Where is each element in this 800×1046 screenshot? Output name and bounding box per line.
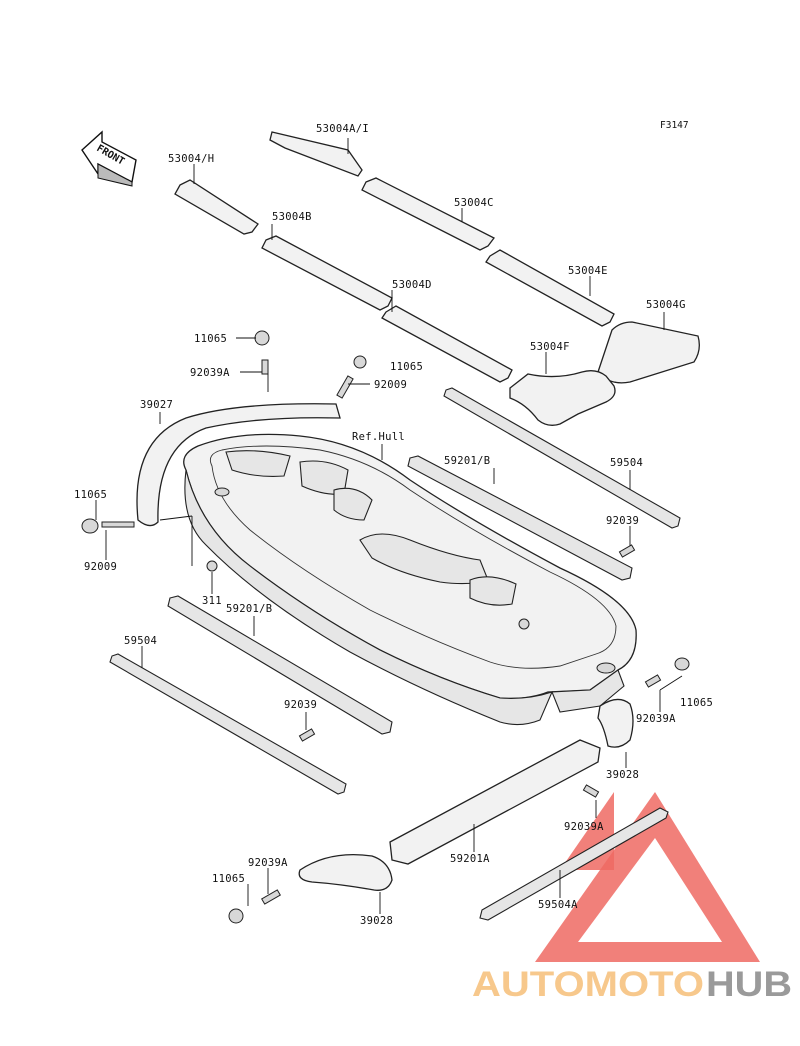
- callout-bolt-left: 92009: [84, 561, 117, 573]
- nut-top: [254, 330, 270, 346]
- mat-g: [597, 321, 700, 384]
- mat-f: [509, 370, 616, 426]
- callout-rail-rear: 59201A: [450, 853, 490, 865]
- rail-left: [167, 595, 393, 735]
- hull: [183, 433, 637, 726]
- callout-nut-left: 11065: [74, 489, 107, 501]
- mat-h: [174, 179, 259, 235]
- callout-mat-f: 53004F: [530, 341, 570, 353]
- hardware: [81, 330, 690, 924]
- callout-rail-left: 59201/B: [226, 603, 272, 615]
- watermark-triangle-inner: [578, 838, 722, 942]
- callout-screw-rear2: 92039A: [564, 821, 604, 833]
- bolt-left: [101, 521, 135, 528]
- callout-bumper-front: 39027: [140, 399, 173, 411]
- bumper-front: [136, 403, 341, 527]
- callout-nut-top: 11065: [194, 333, 227, 345]
- rail-rear: [389, 739, 601, 865]
- mat-c: [361, 177, 495, 251]
- nut-bottom: [228, 908, 244, 924]
- callout-nut-rear: 11065: [680, 697, 713, 709]
- mat-d: [381, 305, 513, 383]
- callout-strake-rear: 59504A: [538, 899, 578, 911]
- callout-strake-left: 59504: [124, 635, 157, 647]
- screw-rear2: [582, 784, 600, 798]
- callout-mat-d: 53004D: [392, 279, 432, 291]
- callout-screw-bottom: 92039A: [248, 857, 288, 869]
- callout-strake-right: 59504: [610, 457, 643, 469]
- nut-rear: [674, 657, 690, 671]
- strake-left: [109, 653, 347, 795]
- deck-mats: [174, 131, 700, 426]
- callout-nut-small: 311: [202, 595, 222, 607]
- screw-left: [298, 728, 316, 742]
- mat-e: [485, 249, 615, 327]
- mat-b: [261, 235, 393, 311]
- screw-rear: [644, 674, 662, 688]
- callout-bumper-bottom: 39028: [360, 915, 393, 927]
- callout-mat-a1: 53004A/I: [316, 123, 369, 135]
- hull-port: [596, 662, 616, 674]
- nut-left: [81, 518, 99, 534]
- leader-lines: [95, 138, 683, 914]
- callout-screw-left: 92039: [284, 699, 317, 711]
- watermark-logo: AUTOMOTO HUB: [472, 792, 792, 1004]
- callout-screw-right: 92039: [606, 515, 639, 527]
- strake-rear: [479, 807, 669, 921]
- callout-screw-rear: 92039A: [636, 713, 676, 725]
- ref-hull-label: Ref.Hull: [352, 431, 405, 443]
- bolt-top: [336, 375, 354, 399]
- callout-mat-g: 53004G: [646, 299, 686, 311]
- callout-mat-c: 53004C: [454, 197, 494, 209]
- nut-small: [206, 560, 218, 572]
- callout-rail-right: 59201/B: [444, 455, 490, 467]
- callout-mat-h: 53004/H: [168, 153, 214, 165]
- screw-right: [618, 544, 636, 558]
- hull-cleat: [518, 618, 530, 630]
- callout-mat-e: 53004E: [568, 265, 608, 277]
- watermark-text-prefix: AUTOMOTO: [472, 965, 704, 1004]
- callout-screw-top: 92039A: [190, 367, 230, 379]
- nut-top2: [353, 355, 367, 369]
- screw-top: [261, 359, 269, 375]
- callout-nut-top2: 11065: [390, 361, 423, 373]
- figure-code: F3147: [660, 120, 689, 131]
- hull-inner-rim: [209, 445, 617, 669]
- bumper-rear-right: [597, 698, 634, 748]
- hull-lower-skirt: [184, 469, 553, 726]
- callout-bolt-top: 92009: [374, 379, 407, 391]
- hull-scupper: [214, 487, 230, 497]
- watermark-text-suffix: HUB: [706, 965, 792, 1004]
- hull-footwell: [225, 450, 291, 477]
- rail-right: [407, 455, 633, 581]
- callout-nut-bottom: 11065: [212, 873, 245, 885]
- callout-mat-b: 53004B: [272, 211, 312, 223]
- hull-rear-hatch: [469, 576, 517, 606]
- callout-bumper-rear: 39028: [606, 769, 639, 781]
- bumper-rear-bottom: [298, 853, 393, 891]
- hull-storage: [333, 487, 373, 521]
- screw-bottom: [261, 889, 281, 905]
- strake-right: [443, 387, 681, 529]
- part-callouts: 53004A/I 53004/H 53004C 53004B 53004E 53…: [74, 123, 713, 927]
- front-arrow-icon: FRONT: [81, 130, 137, 187]
